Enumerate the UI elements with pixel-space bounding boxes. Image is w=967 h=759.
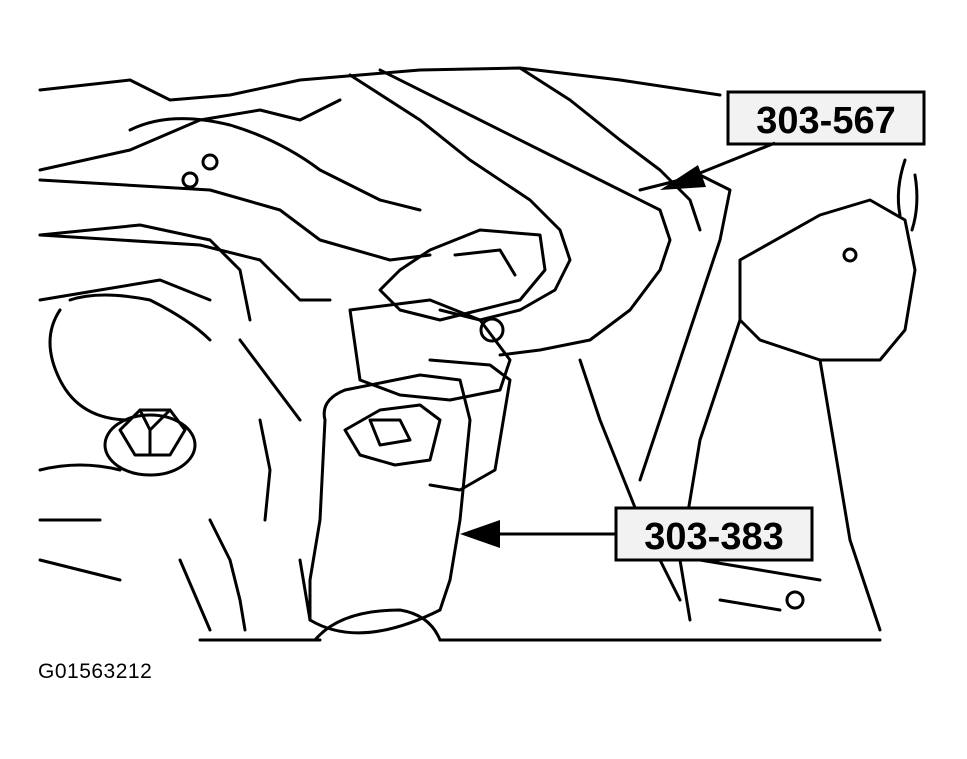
- tool-303-383: [322, 373, 472, 612]
- housing-right: [818, 358, 882, 632]
- tool-303-383: [313, 608, 442, 642]
- callout-box: [614, 506, 814, 562]
- bracket-hole: [181, 171, 199, 189]
- tool-pin: [479, 317, 505, 343]
- housing-lower: [178, 518, 312, 632]
- callout-label: 303-567: [756, 100, 895, 142]
- tool-clamp: [453, 248, 517, 277]
- housing-right: [638, 173, 732, 482]
- tool-303-383: [308, 418, 327, 622]
- callout-box: [726, 90, 926, 146]
- housing-hole: [842, 247, 858, 263]
- hex-bolt: [103, 408, 197, 477]
- figure-id: G01563212: [38, 660, 153, 683]
- socket-head: [343, 403, 442, 467]
- socket-head: [368, 418, 412, 447]
- bracket-hole: [201, 153, 219, 171]
- callout-303-383: 303-383: [460, 506, 814, 562]
- engine-housing-outline: [38, 223, 252, 322]
- socket-jaw: [428, 358, 512, 492]
- housing-right: [678, 318, 742, 622]
- callout-303-567: 303-567: [660, 90, 926, 190]
- leader-arrowhead: [460, 520, 500, 548]
- engine-housing-outline: [38, 66, 722, 172]
- leader-arrowhead: [660, 165, 706, 190]
- housing-right: [896, 158, 919, 232]
- bracket-arm: [38, 178, 432, 302]
- housing-right: [578, 358, 682, 602]
- tool-303-567: [348, 68, 672, 357]
- housing-lower: [238, 338, 302, 522]
- casting-outline: [48, 293, 212, 422]
- leader-line: [689, 141, 776, 179]
- casting-outline: [38, 463, 122, 582]
- housing-right: [698, 558, 822, 612]
- housing-hole: [785, 590, 805, 610]
- bracket-arm: [128, 117, 422, 212]
- tool-303-567: [518, 66, 702, 232]
- housing-right: [738, 198, 917, 362]
- tool-clamp: [378, 228, 547, 322]
- callout-label: 303-383: [644, 516, 783, 558]
- tool-303-383: [308, 608, 442, 635]
